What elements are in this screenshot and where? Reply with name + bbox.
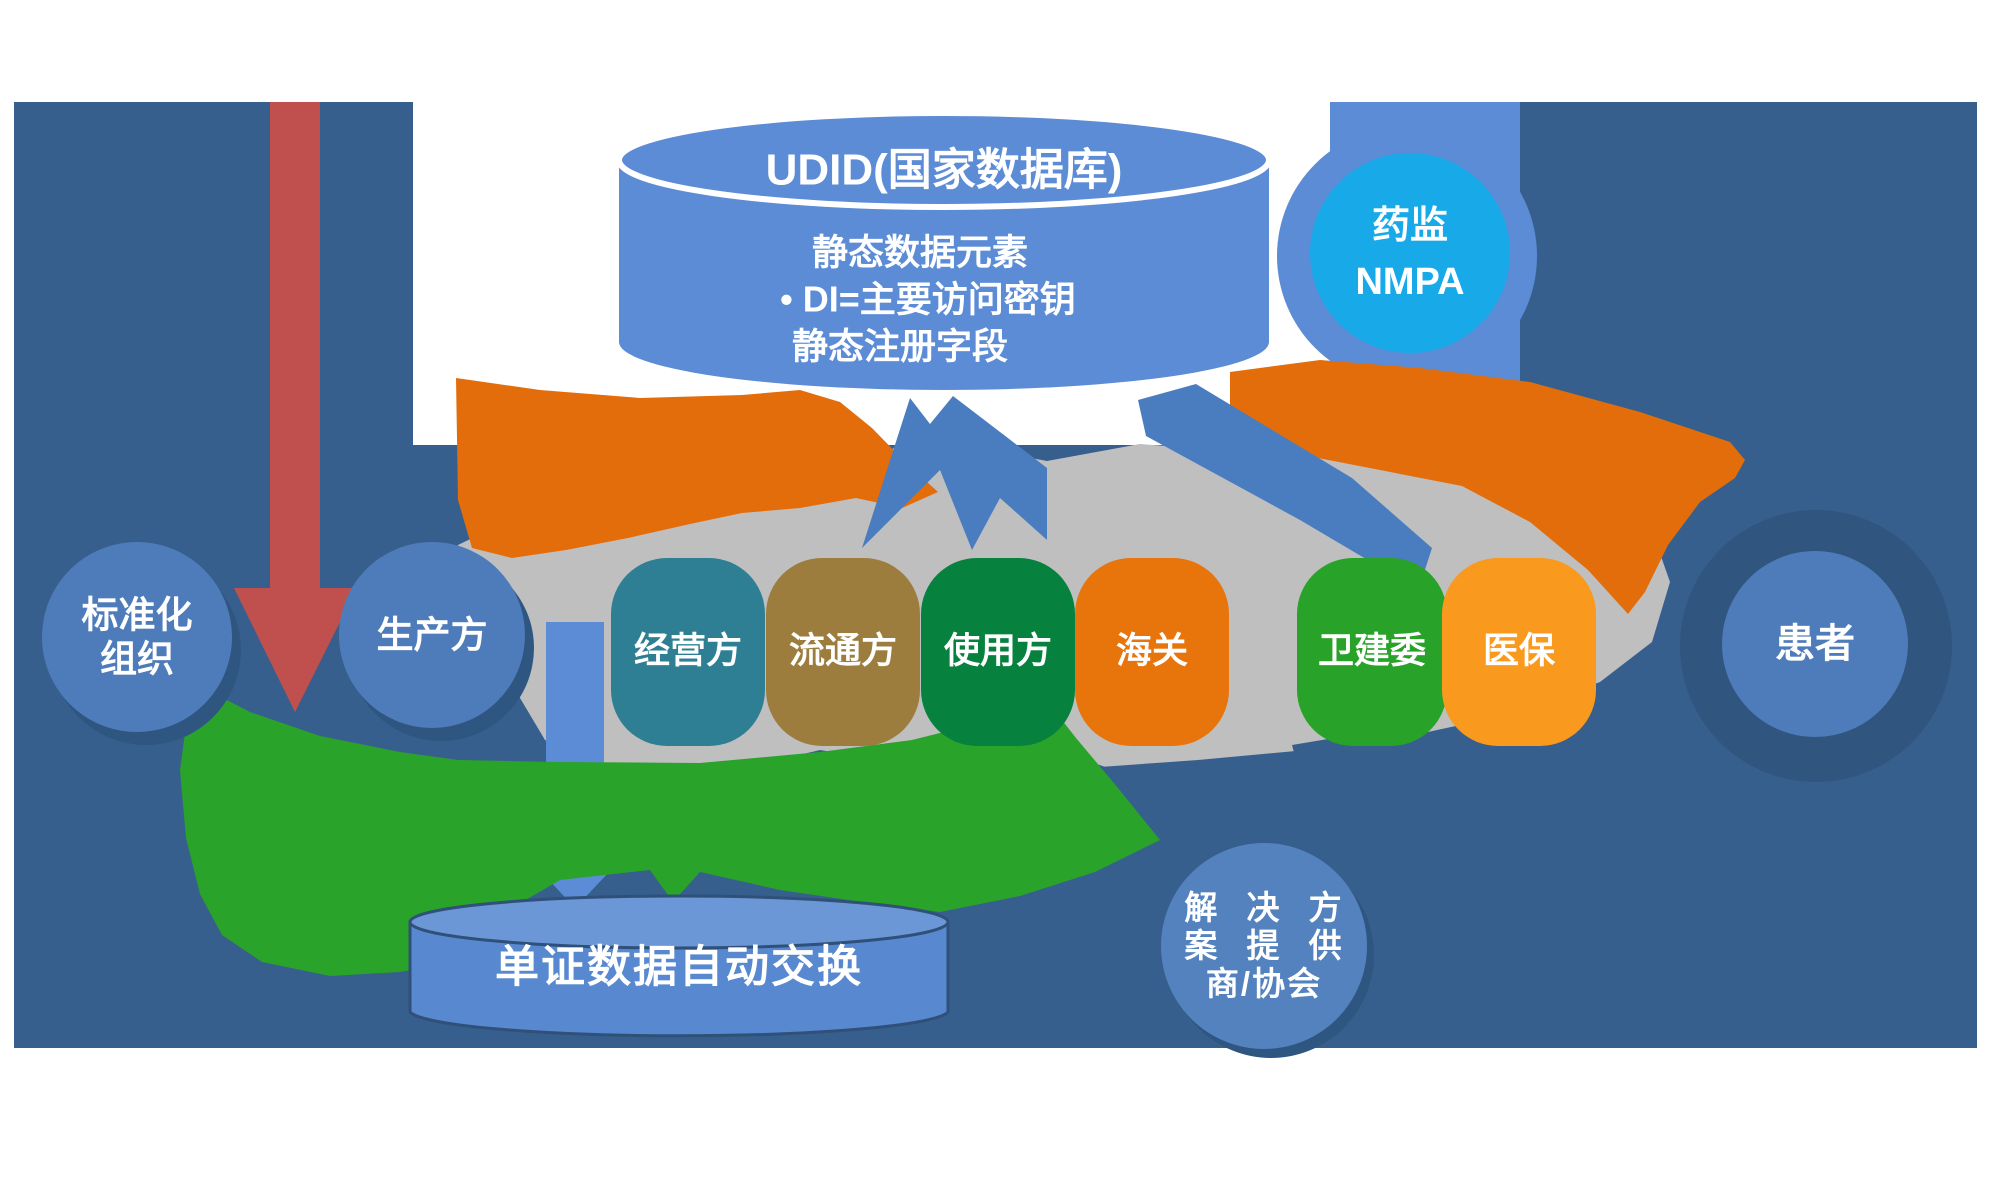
udid-db-line1: 静态数据元素 <box>811 231 1029 273</box>
operator-oval <box>611 558 765 746</box>
green-arrows <box>180 682 1160 976</box>
standards-org-circle <box>42 542 232 732</box>
standards-org-label-line2: 组织 <box>100 638 174 680</box>
orange-arrow-right <box>1230 360 1745 614</box>
nmpa-circle <box>1310 153 1510 353</box>
udid-cylinder-body <box>619 160 1269 390</box>
orange-arrow-left <box>456 378 938 558</box>
patient-circle <box>1722 551 1908 737</box>
device-user-oval <box>921 558 1075 746</box>
solution-provider-line3: 商/协会 <box>1205 965 1323 1003</box>
exchange-cylinder-top <box>408 894 950 950</box>
standards-org-label-line1: 标准化 <box>81 594 193 636</box>
medical-insurance-label: 医保 <box>1482 629 1556 671</box>
udid-db-title: UDID(国家数据库) <box>765 145 1123 195</box>
blue-diagonal-bar <box>1138 384 1432 585</box>
manufacturer-label: 生产方 <box>376 614 488 656</box>
udid-db-line2: • DI=主要访问密钥 <box>780 278 1076 320</box>
solution-provider-line1: 解 决 方 <box>1184 889 1352 927</box>
health-commission-oval <box>1297 558 1447 746</box>
customs-label: 海关 <box>1115 629 1189 671</box>
nmpa-label-en: NMPA <box>1355 261 1465 304</box>
nmpa-label-cn: 药监 <box>1371 205 1449 248</box>
udid-db-line3: 静态注册字段 <box>791 325 1009 367</box>
health-commission-label: 卫建委 <box>1317 629 1427 671</box>
distributor-label: 流通方 <box>788 629 898 671</box>
blue-chevron-arrows <box>862 396 1047 550</box>
device-user-label: 使用方 <box>943 629 1053 671</box>
solution-provider-circle <box>1161 843 1367 1049</box>
medical-insurance-oval <box>1442 558 1596 746</box>
udid-cylinder-top <box>616 110 1272 210</box>
manufacturer-circle <box>339 542 525 728</box>
customs-oval <box>1075 558 1229 746</box>
operator-label: 经营方 <box>633 629 743 671</box>
exchange-cylinder-label: 单证数据自动交换 <box>495 942 863 992</box>
solution-provider-line2: 案 提 供 <box>1184 927 1352 965</box>
distributor-oval <box>766 558 920 746</box>
exchange-cylinder-body <box>408 920 950 1038</box>
patient-label: 患者 <box>1775 622 1855 666</box>
red-down-arrow <box>234 102 357 712</box>
